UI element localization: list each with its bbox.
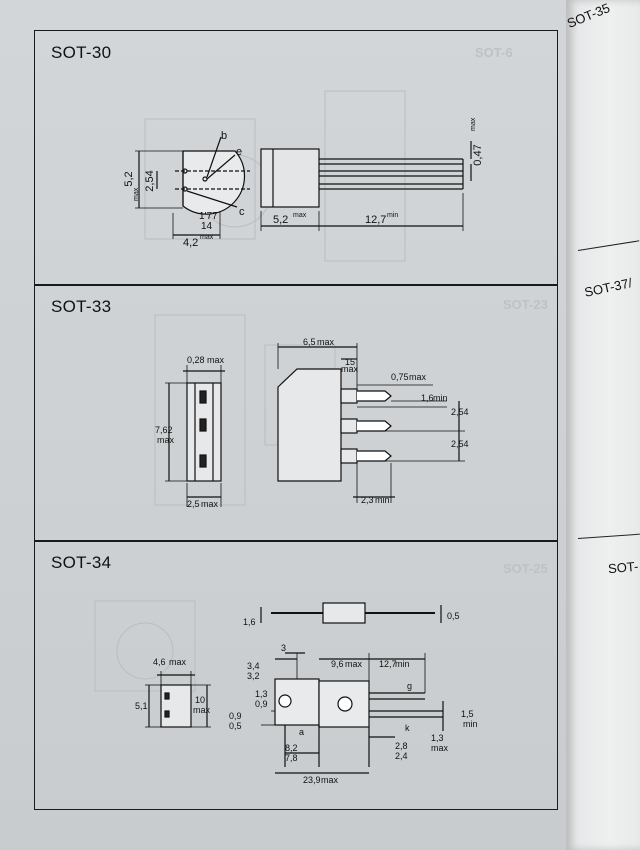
section-sot34: SOT-34 SOT-25 [34, 540, 558, 810]
dim-tail-b: 2,4 [395, 751, 408, 761]
dim-bottom-len: 2,3 [361, 495, 374, 505]
dim-height-qualifier: max [157, 435, 175, 445]
dim-side-height: 5,1 [135, 701, 148, 711]
dim-lead-thickness-qualifier: max [470, 117, 477, 131]
dim-lead-len: 1,6 [421, 393, 434, 403]
dim-body-len-qualifier: max [345, 659, 363, 669]
dim-hole-top-b: 3,2 [247, 671, 260, 681]
dim-ratio-bottom: 14 [201, 221, 213, 232]
dim-side-width: 4,6 [153, 657, 166, 667]
dim-lead-thickness: 0,47 [472, 144, 484, 165]
dim-lead-len: 12,7 [379, 659, 397, 669]
pin-label-b: b [221, 130, 227, 142]
dim-top-gap: 3 [281, 643, 286, 653]
dim-lead-left: 1,6 [243, 617, 256, 627]
dim-lead-t: 1,3 [431, 733, 444, 743]
dim-hole-b: 0,9 [255, 699, 268, 709]
dim-height: 7,62 [155, 425, 173, 435]
dim-overall-qualifier: max [317, 337, 335, 347]
dim-side-width-qualifier: max [169, 657, 187, 667]
dim-lead-w-qualifier: min [463, 719, 478, 729]
dim-width: 4,2 [183, 237, 198, 249]
dim-side-pin-qualifier: max [193, 705, 211, 715]
section-title: SOT-30 [51, 43, 112, 62]
dim-body-len: 9,6 [331, 659, 344, 669]
dim-top-width-qualifier: max [207, 355, 225, 365]
dim-lead-len-qualifier: min [433, 393, 448, 403]
dim-lead-w: 1,5 [461, 709, 474, 719]
dim-lead-length-qualifier: min [387, 212, 398, 219]
dim-total-qualifier: max [321, 775, 339, 785]
dim-overall: 6,5 [303, 337, 316, 347]
show-through-sketch [94, 600, 196, 692]
adjacent-page-label: SOT- [607, 558, 639, 577]
dim-hole-a: 1,3 [255, 689, 268, 699]
sot30-drawing: 5,2 max 2,54 4,2 max 1'77 14 b e c 5,2 m… [123, 90, 484, 262]
section-title: SOT-33 [51, 297, 112, 316]
dim-width-qualifier: max [200, 234, 214, 241]
section-sot30: SOT-30 SOT-6 [34, 30, 558, 286]
dim-pitch-2: 2,54 [451, 439, 469, 449]
dim-pitch: 2,54 [144, 170, 156, 191]
pin-label-c: c [239, 206, 245, 218]
dim-total: 23,9 [303, 775, 321, 785]
dim-edge-b: 0,5 [229, 721, 242, 731]
dim-tab: 15 [345, 357, 355, 367]
dim-lead-width-qualifier: max [409, 372, 427, 382]
dim-edge-a: 0,9 [229, 711, 242, 721]
dim-bottom-width-qualifier: max [201, 499, 219, 509]
dim-side-pin: 10 [195, 695, 205, 705]
lead-label-g: g [407, 681, 412, 691]
dim-body-length-qualifier: max [293, 212, 307, 219]
dim-tab-qualifier: max [341, 364, 359, 374]
dim-lead-right: 0,5 [447, 611, 460, 621]
sot34-drawing: 1,6 0,5 4,6 max 5,1 10 max 3,4 3,2 3 9,6… [94, 600, 478, 785]
dim-pitch-1: 2,54 [451, 407, 469, 417]
show-through-title: SOT-6 [475, 45, 513, 60]
sot33-drawing: 0,28 max 7,62 max 2,5 max 6,5 max 15 max… [154, 314, 469, 509]
dim-lead-len-qualifier: min [395, 659, 410, 669]
pin-label-e: e [236, 146, 242, 158]
adjacent-page [566, 0, 640, 850]
dim-spacing-b: 7,8 [285, 753, 298, 763]
dim-height-qualifier: max [133, 187, 140, 201]
dim-spacing-a: 8,2 [285, 743, 298, 753]
dim-bottom-width: 2,5 [187, 499, 200, 509]
dim-lead-length: 12,7 [365, 214, 386, 226]
section-sot33: SOT-33 SOT-23 [34, 284, 558, 542]
dim-height: 5,2 [123, 171, 135, 186]
show-through-title: SOT-25 [503, 561, 548, 576]
dim-top-width: 0,28 [187, 355, 205, 365]
dim-bottom-len-qualifier: min [375, 495, 390, 505]
dim-lead-width: 0,75 [391, 372, 409, 382]
section-title: SOT-34 [51, 553, 112, 572]
dim-tail-a: 2,8 [395, 741, 408, 751]
dim-lead-t-qualifier: max [431, 743, 449, 753]
dim-hole-top-a: 3,4 [247, 661, 260, 671]
show-through-title: SOT-23 [503, 297, 548, 312]
dim-ratio-top: 1'77 [199, 211, 218, 222]
dim-body-length: 5,2 [273, 214, 288, 226]
lead-label-a: a [299, 727, 304, 737]
lead-label-k: k [405, 723, 410, 733]
